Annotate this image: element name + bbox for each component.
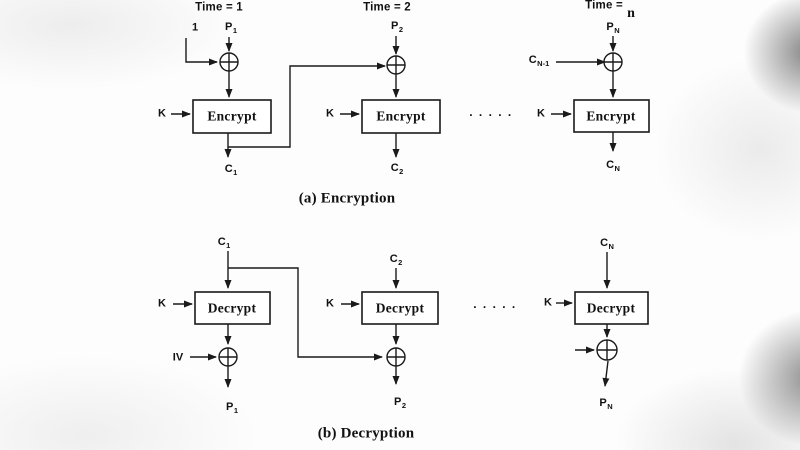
enc-key-label-2: K: [326, 107, 334, 120]
encryption-caption: (a) Encryption: [298, 190, 396, 207]
decrypt-box-3: [574, 291, 649, 325]
enc-cipher-label-1: C1: [224, 162, 238, 177]
xor-icon: [219, 52, 239, 72]
enc-plaintext-label-2: P2: [390, 19, 404, 34]
process-boxes: [192, 99, 650, 325]
dec-cipher-label-1: C1: [217, 235, 231, 250]
decryption-caption: (b) Decryption: [317, 425, 415, 442]
encrypt-box-1: [192, 99, 272, 134]
encrypt-box-label-3: Encrypt: [586, 108, 636, 124]
dec-iv-label: IV: [172, 351, 184, 364]
decrypt-box-label-2: Decrypt: [375, 300, 425, 316]
encrypt-box-label-1: Encrypt: [207, 108, 257, 124]
encrypt-box-2: [361, 99, 441, 134]
xor-icon: [218, 347, 238, 367]
enc-time-label-1: Time = 1: [195, 1, 243, 14]
enc-time-label-3: Time =: [585, 0, 623, 12]
enc-cipher-label-2: C2: [390, 161, 404, 176]
dec-cipher-label-2: C2: [389, 252, 403, 267]
enc-plaintext-label-1: P1: [224, 20, 238, 35]
decrypt-box-label-1: Decrypt: [207, 300, 257, 316]
encryption-wires: [171, 36, 617, 158]
enc-chain-label: CN-1: [528, 53, 550, 68]
encrypt-box-label-2: Encrypt: [376, 108, 426, 124]
decryption-wires: [173, 251, 611, 388]
decrypt-box-2: [361, 291, 439, 325]
dec-plain-label-2: P2: [393, 395, 407, 410]
decrypt-box-1: [194, 291, 271, 325]
xor-icon: [386, 347, 406, 367]
dec-ellipsis: . . . . .: [473, 297, 517, 311]
dec-cipher-label-n: CN: [600, 236, 614, 251]
enc-time-label-2: Time = 2: [363, 1, 411, 14]
enc-key-label-1: K: [158, 107, 166, 120]
enc-plaintext-label-n: PN: [606, 20, 620, 35]
enc-ellipsis: . . . . .: [469, 105, 513, 119]
dec-key-label-3: K: [544, 296, 552, 309]
xor-glyphs: [218, 52, 623, 367]
xor-icon: [603, 52, 623, 72]
xor-icon: [386, 55, 406, 75]
xor-icon: [596, 339, 618, 361]
dec-key-label-2: K: [326, 297, 334, 310]
dec-plain-label-1: P1: [225, 400, 239, 415]
encrypt-box-3: [573, 99, 650, 133]
enc-init-label: 1: [191, 21, 199, 34]
decrypt-box-label-3: Decrypt: [586, 300, 636, 316]
dec-key-label-1: K: [158, 297, 166, 310]
dec-plain-label-n: PN: [599, 396, 613, 411]
enc-time-value-n: n: [627, 6, 635, 21]
enc-key-label-3: K: [537, 107, 545, 120]
enc-cipher-label-n: CN: [606, 158, 620, 173]
